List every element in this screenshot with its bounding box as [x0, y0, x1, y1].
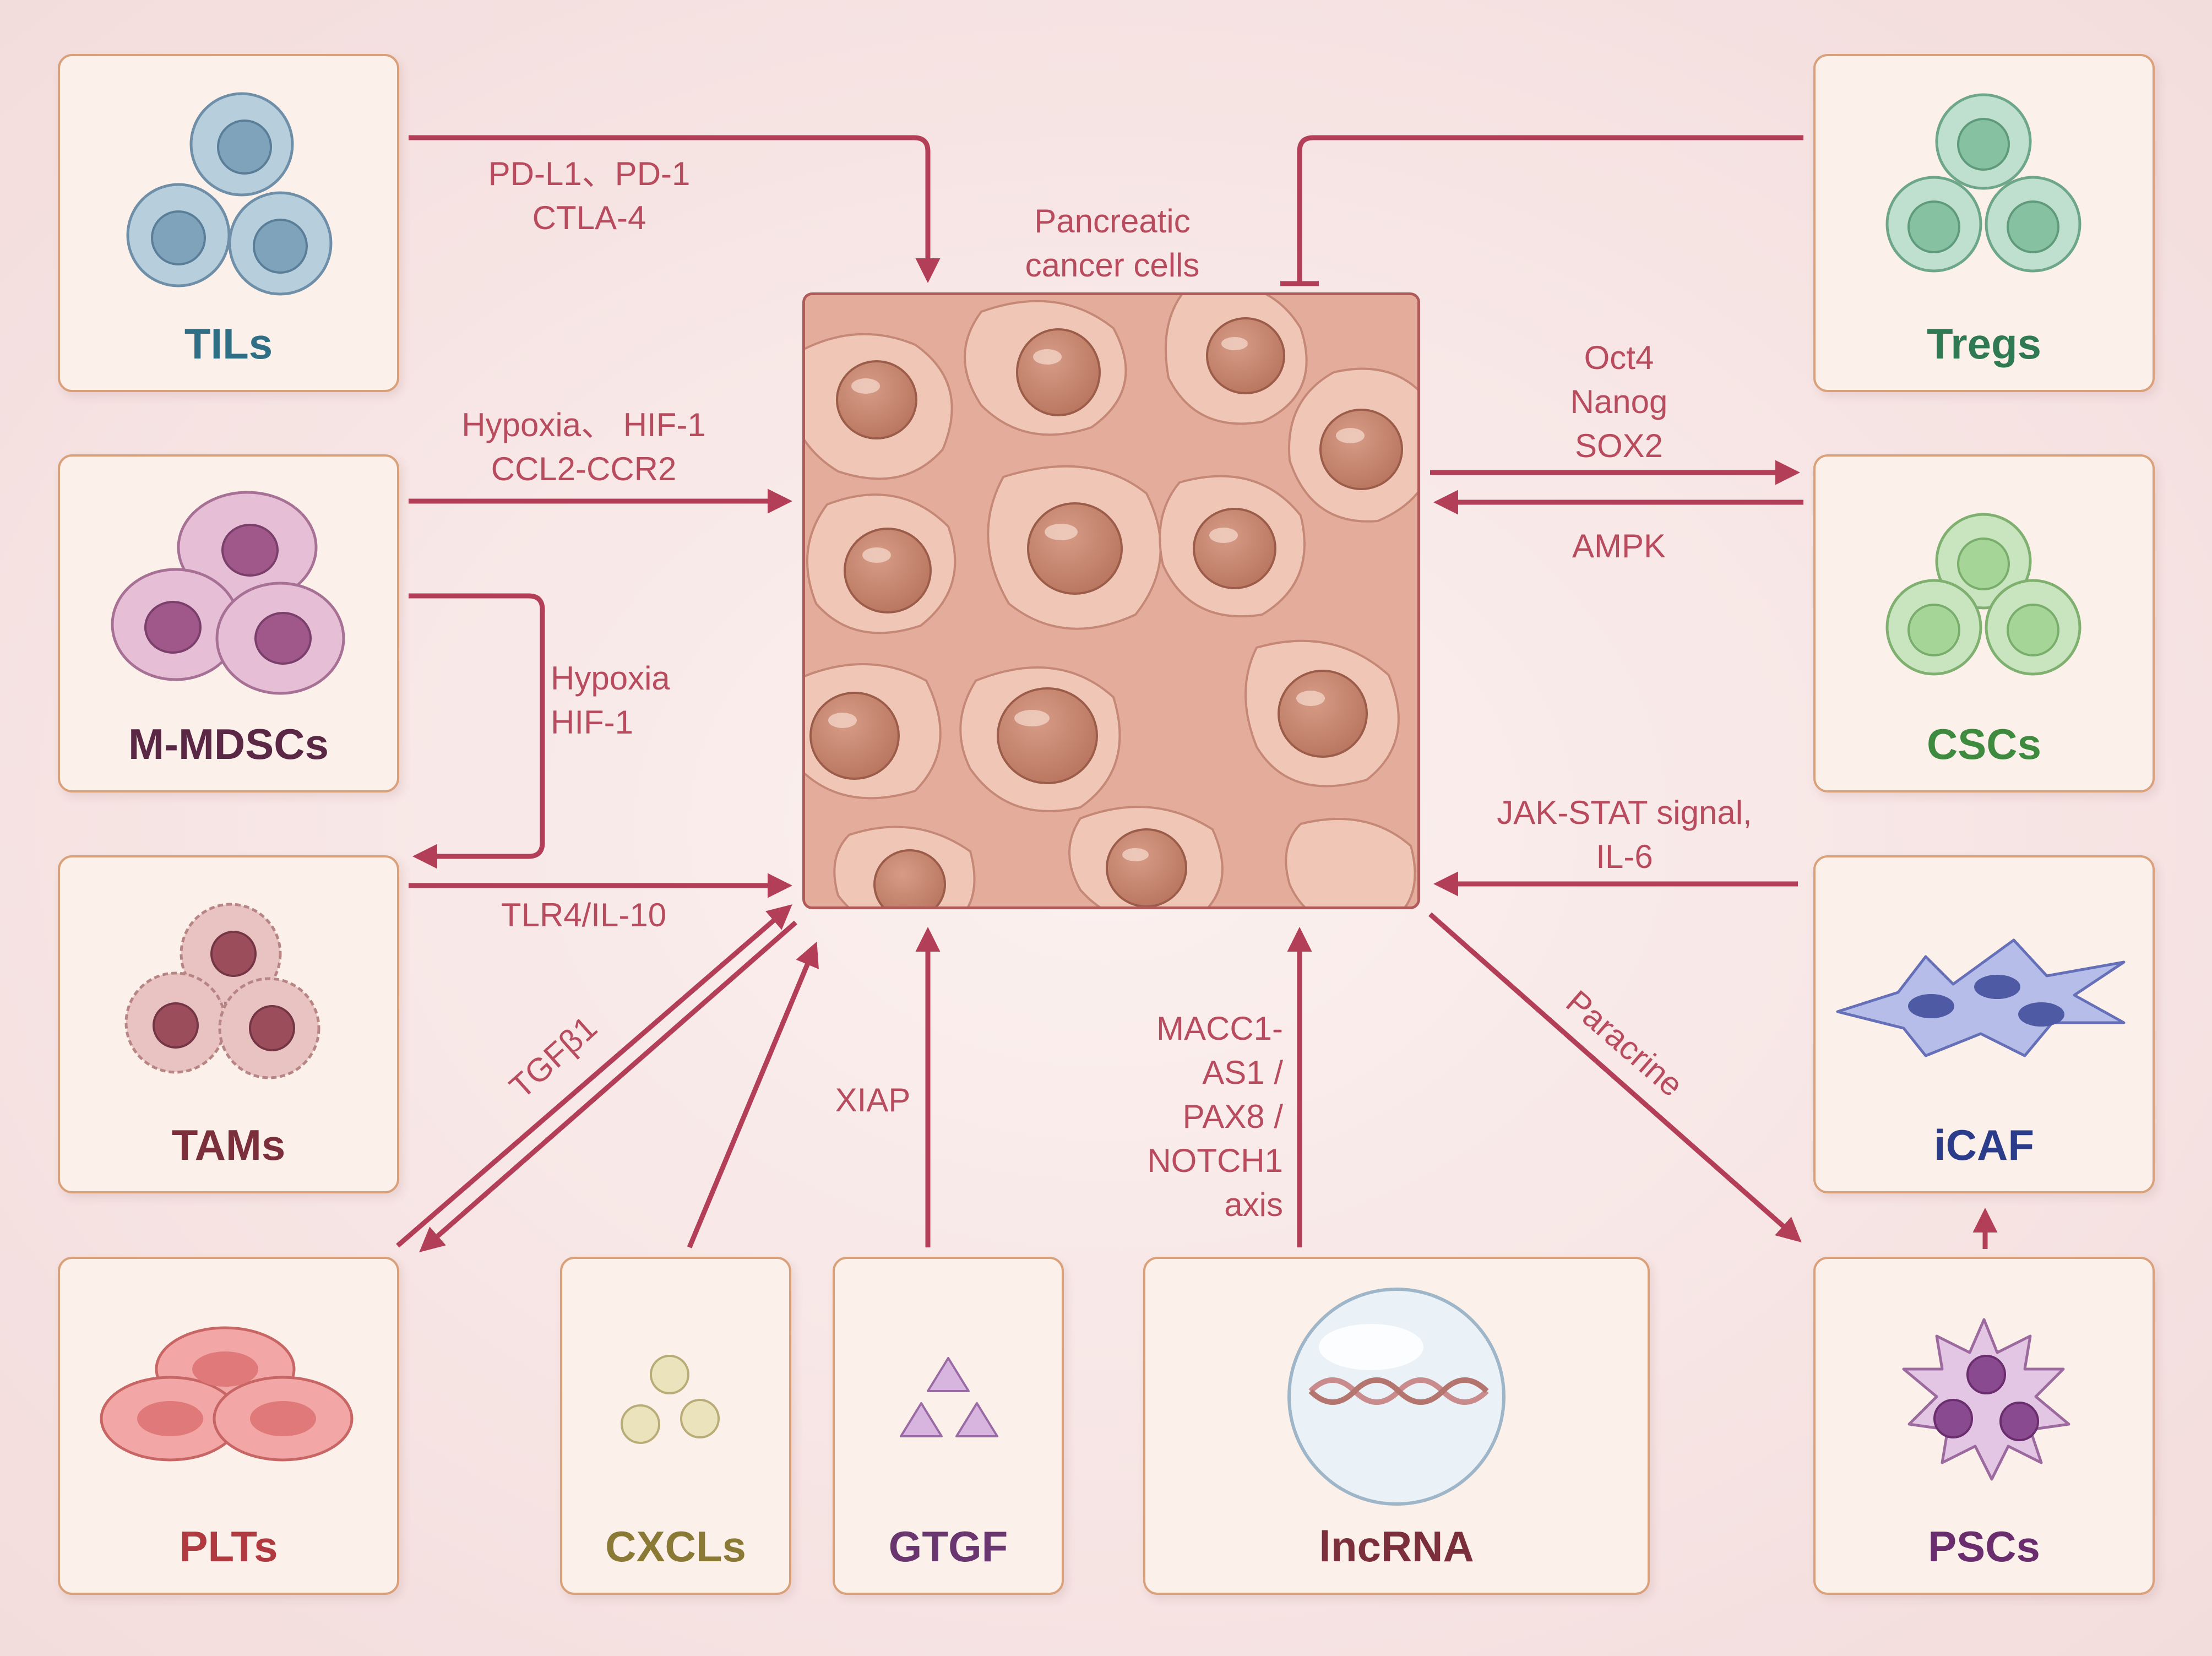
box-cxcls: CXCLs — [560, 1257, 791, 1595]
inhibit-tregs-to-cancer — [1297, 135, 1803, 283]
box-tams: TAMs — [58, 855, 399, 1193]
tils-label: TILs — [184, 319, 273, 368]
arrow-cancer-to-pscs — [1428, 912, 1802, 1242]
icaf-cell-icon — [1836, 938, 2126, 1057]
gtgf-molecule-icon — [900, 1357, 998, 1437]
mmdscs-cell-icon — [111, 491, 345, 695]
cscs-label: CSCs — [1926, 720, 2042, 768]
tams-label: TAMs — [171, 1121, 286, 1169]
icaf-label: iCAF — [1934, 1121, 2034, 1169]
pscs-label: PSCs — [1928, 1522, 2040, 1571]
pscs-cell-icon — [1902, 1318, 2070, 1481]
tregs-cell-icon — [1885, 93, 2081, 273]
plts-cell-icon — [100, 1326, 354, 1462]
arrow-tils-to-cancer — [409, 135, 941, 283]
label-icaf-link: JAK-STAT signal,IL-6 — [1497, 794, 1752, 875]
box-mmdscs: M-MDSCs — [58, 454, 399, 792]
box-plts: PLTs — [58, 1257, 399, 1595]
box-pscs: PSCs — [1813, 1257, 2155, 1595]
arrow-mmdscs-to-tams — [409, 593, 545, 869]
arrow-plts-to-cancer — [396, 904, 792, 1248]
box-cscs: CSCs — [1813, 454, 2155, 792]
label-cscs-in-link: AMPK — [1572, 528, 1666, 564]
label-gtgf-link: XIAP — [835, 1082, 911, 1119]
cancer-cells-illustration — [805, 295, 1417, 906]
tils-cell-icon — [126, 92, 333, 296]
cxcls-label: CXCLs — [605, 1522, 746, 1571]
mmdscs-label: M-MDSCs — [128, 720, 329, 768]
arrow-cancer-to-plts — [419, 920, 797, 1252]
plts-label: PLTs — [179, 1522, 278, 1571]
tams-cell-icon — [124, 903, 320, 1079]
arrow-cxcls-to-cancer — [687, 941, 819, 1248]
box-icaf: iCAF — [1813, 855, 2155, 1193]
box-tils: TILs — [58, 54, 399, 392]
box-gtgf: GTGF — [833, 1257, 1064, 1595]
lncrna-molecule-icon — [1287, 1288, 1506, 1506]
gtgf-label: GTGF — [888, 1522, 1008, 1571]
label-tams-link: TLR4/IL-10 — [501, 897, 667, 933]
cscs-cell-icon — [1885, 513, 2081, 676]
cxcls-molecule-icon — [621, 1355, 720, 1444]
box-tregs: Tregs — [1813, 54, 2155, 392]
lncrna-label: lncRNA — [1319, 1522, 1474, 1571]
box-lncrna: lncRNA — [1143, 1257, 1650, 1595]
pancreatic-cancer-cells-panel — [802, 292, 1420, 909]
tregs-label: Tregs — [1926, 319, 2042, 368]
